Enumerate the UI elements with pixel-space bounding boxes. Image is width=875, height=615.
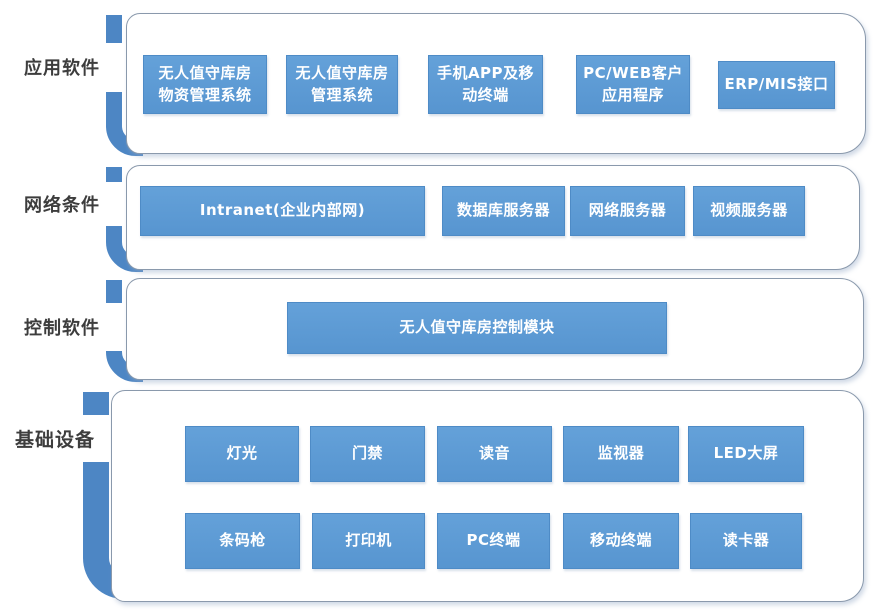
box-network-server: 网络服务器 (570, 186, 685, 236)
box-mobile-app-terminal: 手机APP及移 动终端 (428, 55, 543, 114)
layer-label-network-conditions: 网络条件 (0, 182, 124, 226)
layer-label-basic-equipment: 基础设备 (0, 415, 110, 462)
box-pcweb-client-app: PC/WEB客户 应用程序 (576, 55, 690, 114)
box-barcode-gun: 条码枪 (185, 513, 300, 569)
box-materials-mgmt-system: 无人值守库房 物资管理系统 (143, 55, 267, 114)
box-access-control: 门禁 (310, 426, 425, 482)
box-video-server: 视频服务器 (693, 186, 805, 236)
box-printer: 打印机 (312, 513, 425, 569)
box-pc-terminal: PC终端 (437, 513, 550, 569)
box-warehouse-mgmt-system: 无人值守库房 管理系统 (286, 55, 398, 114)
box-audio: 读音 (437, 426, 552, 482)
box-database-server: 数据库服务器 (442, 186, 565, 236)
box-monitor: 监视器 (563, 426, 679, 482)
box-intranet: Intranet(企业内部网) (140, 186, 425, 236)
box-control-module: 无人值守库房控制模块 (287, 302, 667, 354)
box-mobile-terminal: 移动终端 (563, 513, 679, 569)
box-erp-mis-interface: ERP/MIS接口 (718, 61, 835, 109)
layer-label-control-software: 控制软件 (0, 304, 124, 350)
layer-label-application-software: 应用软件 (0, 44, 124, 90)
layer-band-basic-equipment (111, 390, 864, 602)
box-card-reader: 读卡器 (690, 513, 802, 569)
box-light: 灯光 (185, 426, 299, 482)
box-led-screen: LED大屏 (688, 426, 804, 482)
